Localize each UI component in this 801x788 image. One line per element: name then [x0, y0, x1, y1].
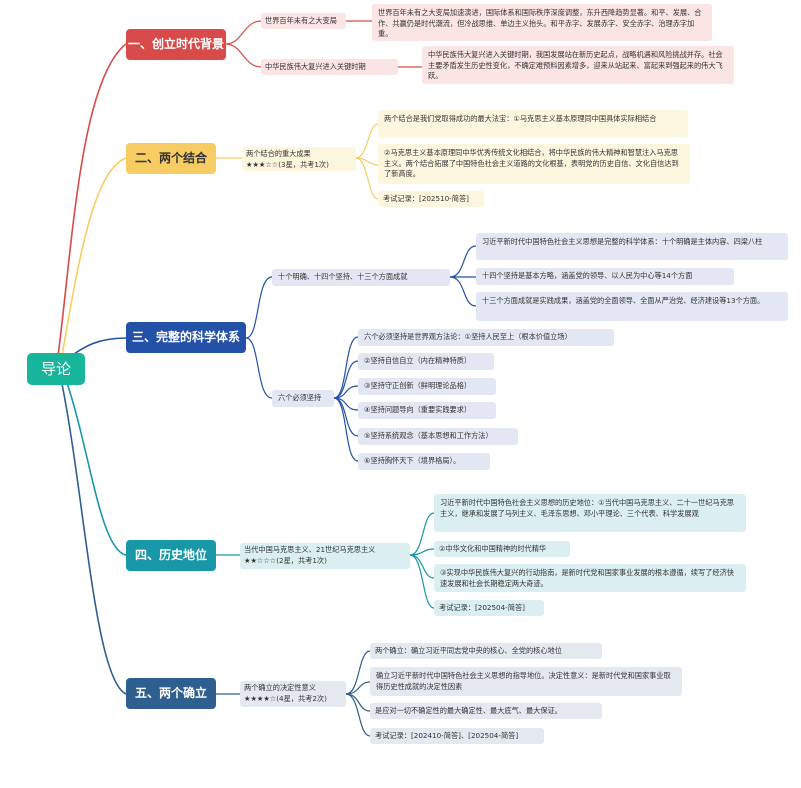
branch-1-detail-1[interactable]: 世界百年未有之大变局加速演进，国际体系和国际秩序深度调整，东升西降趋势显著。和平…	[372, 4, 712, 41]
branch-2-summary[interactable]: 两个结合的重大成果 ★★★☆☆(3星，共考1次)	[242, 147, 356, 171]
branch-4-item-2[interactable]: ②中华文化和中国精神的时代精华	[434, 541, 570, 557]
branch-3-sub-2-item-6[interactable]: ⑥坚持胸怀天下（境界格局）。	[358, 453, 490, 470]
root-node[interactable]: 导论	[27, 353, 85, 385]
branch-5-exam-record[interactable]: 考试记录：[202410-简答]、[202504-简答]	[370, 728, 544, 744]
branch-4-exam-record[interactable]: 考试记录：[202504-简答]	[434, 600, 544, 616]
branch-5-summary-title: 两个确立的决定性意义	[244, 683, 316, 692]
branch-4-item-3[interactable]: ③实现中华民族伟大复兴的行动指南，是新时代党和国家事业发展的根本遵循，续写了经济…	[434, 564, 746, 592]
branch-1-node[interactable]: 一、创立时代背景	[126, 29, 226, 60]
branch-3-sub-2-item-4[interactable]: ④坚持问题导向（重要实践要求）	[358, 402, 496, 419]
branch-3-sub-1[interactable]: 十个明确、十四个坚持、十三个方面成就	[272, 269, 450, 286]
branch-5-node[interactable]: 五、两个确立	[126, 678, 216, 709]
branch-4-node[interactable]: 四、历史地位	[126, 540, 216, 571]
branch-5-item-2[interactable]: 确立习近平新时代中国特色社会主义思想的指导地位。决定性意义：是新时代党和国家事业…	[370, 667, 682, 696]
branch-3-sub-1-item-3[interactable]: 十三个方面成就是实践成果，涵盖党的全面领导、全面从严治党、经济建设等13个方面。	[476, 292, 788, 321]
branch-4-rating: ★★☆☆☆(2星，共考1次)	[244, 555, 327, 565]
branch-2-node[interactable]: 二、两个结合	[126, 143, 216, 174]
branch-3-sub-2-item-5[interactable]: ⑤坚持系统观念（基本思想和工作方法）	[358, 428, 518, 445]
branch-3-sub-2-item-2[interactable]: ②坚持自信自立（内在精神特质）	[358, 353, 494, 370]
branch-3-sub-2-item-3[interactable]: ③坚持守正创新（鲜明理论品格）	[358, 378, 496, 395]
branch-1-topic-2[interactable]: 中华民族伟大复兴进入关键时期	[261, 59, 398, 75]
branch-3-sub-1-item-1[interactable]: 习近平新时代中国特色社会主义思想是完整的科学体系：十个明确是主体内容、四梁八柱	[476, 233, 788, 260]
branch-4-item-1[interactable]: 习近平新时代中国特色社会主义思想的历史地位：①当代中国马克思主义、二十一世纪马克…	[434, 494, 746, 532]
branch-2-item-2[interactable]: ②马克思主义基本原理同中华优秀传统文化相结合，将中华民族的伟大精神和智慧注入马克…	[378, 144, 690, 184]
branch-5-item-3[interactable]: 是应对一切不确定性的最大确定性、最大底气、最大保证。	[370, 703, 602, 719]
branch-3-sub-2[interactable]: 六个必须坚持	[272, 390, 334, 407]
branch-2-summary-title: 两个结合的重大成果	[246, 149, 311, 158]
branch-5-rating: ★★★★☆(4星，共考2次)	[244, 693, 327, 703]
branch-5-summary[interactable]: 两个确立的决定性意义 ★★★★☆(4星，共考2次)	[240, 681, 346, 707]
branch-5-item-1[interactable]: 两个确立：确立习近平同志党中央的核心、全党的核心地位	[370, 643, 602, 659]
branch-1-topic-1[interactable]: 世界百年未有之大变局	[261, 13, 346, 29]
branch-3-sub-2-item-1[interactable]: 六个必须坚持是世界观方法论：①坚持人民至上（根本价值立场）	[358, 329, 614, 346]
branch-3-sub-1-item-2[interactable]: 十四个坚持是基本方略，涵盖党的领导、以人民为中心等14个方面	[476, 268, 734, 285]
branch-4-summary[interactable]: 当代中国马克思主义、21世纪马克思主义 ★★☆☆☆(2星，共考1次)	[240, 543, 410, 569]
branch-2-exam-record[interactable]: 考试记录：[202510-简答]	[378, 191, 484, 207]
branch-2-item-1[interactable]: 两个结合是我们党取得成功的最大法宝：①马克思主义基本原理同中国具体实际相结合	[378, 110, 688, 137]
branch-3-node[interactable]: 三、完整的科学体系	[126, 322, 246, 353]
branch-1-detail-2[interactable]: 中华民族伟大复兴进入关键时期，我国发展站在新历史起点，战略机遇和风险挑战并存。社…	[422, 46, 734, 84]
branch-2-rating: ★★★☆☆(3星，共考1次)	[246, 159, 329, 169]
branch-4-summary-title: 当代中国马克思主义、21世纪马克思主义	[244, 545, 376, 554]
